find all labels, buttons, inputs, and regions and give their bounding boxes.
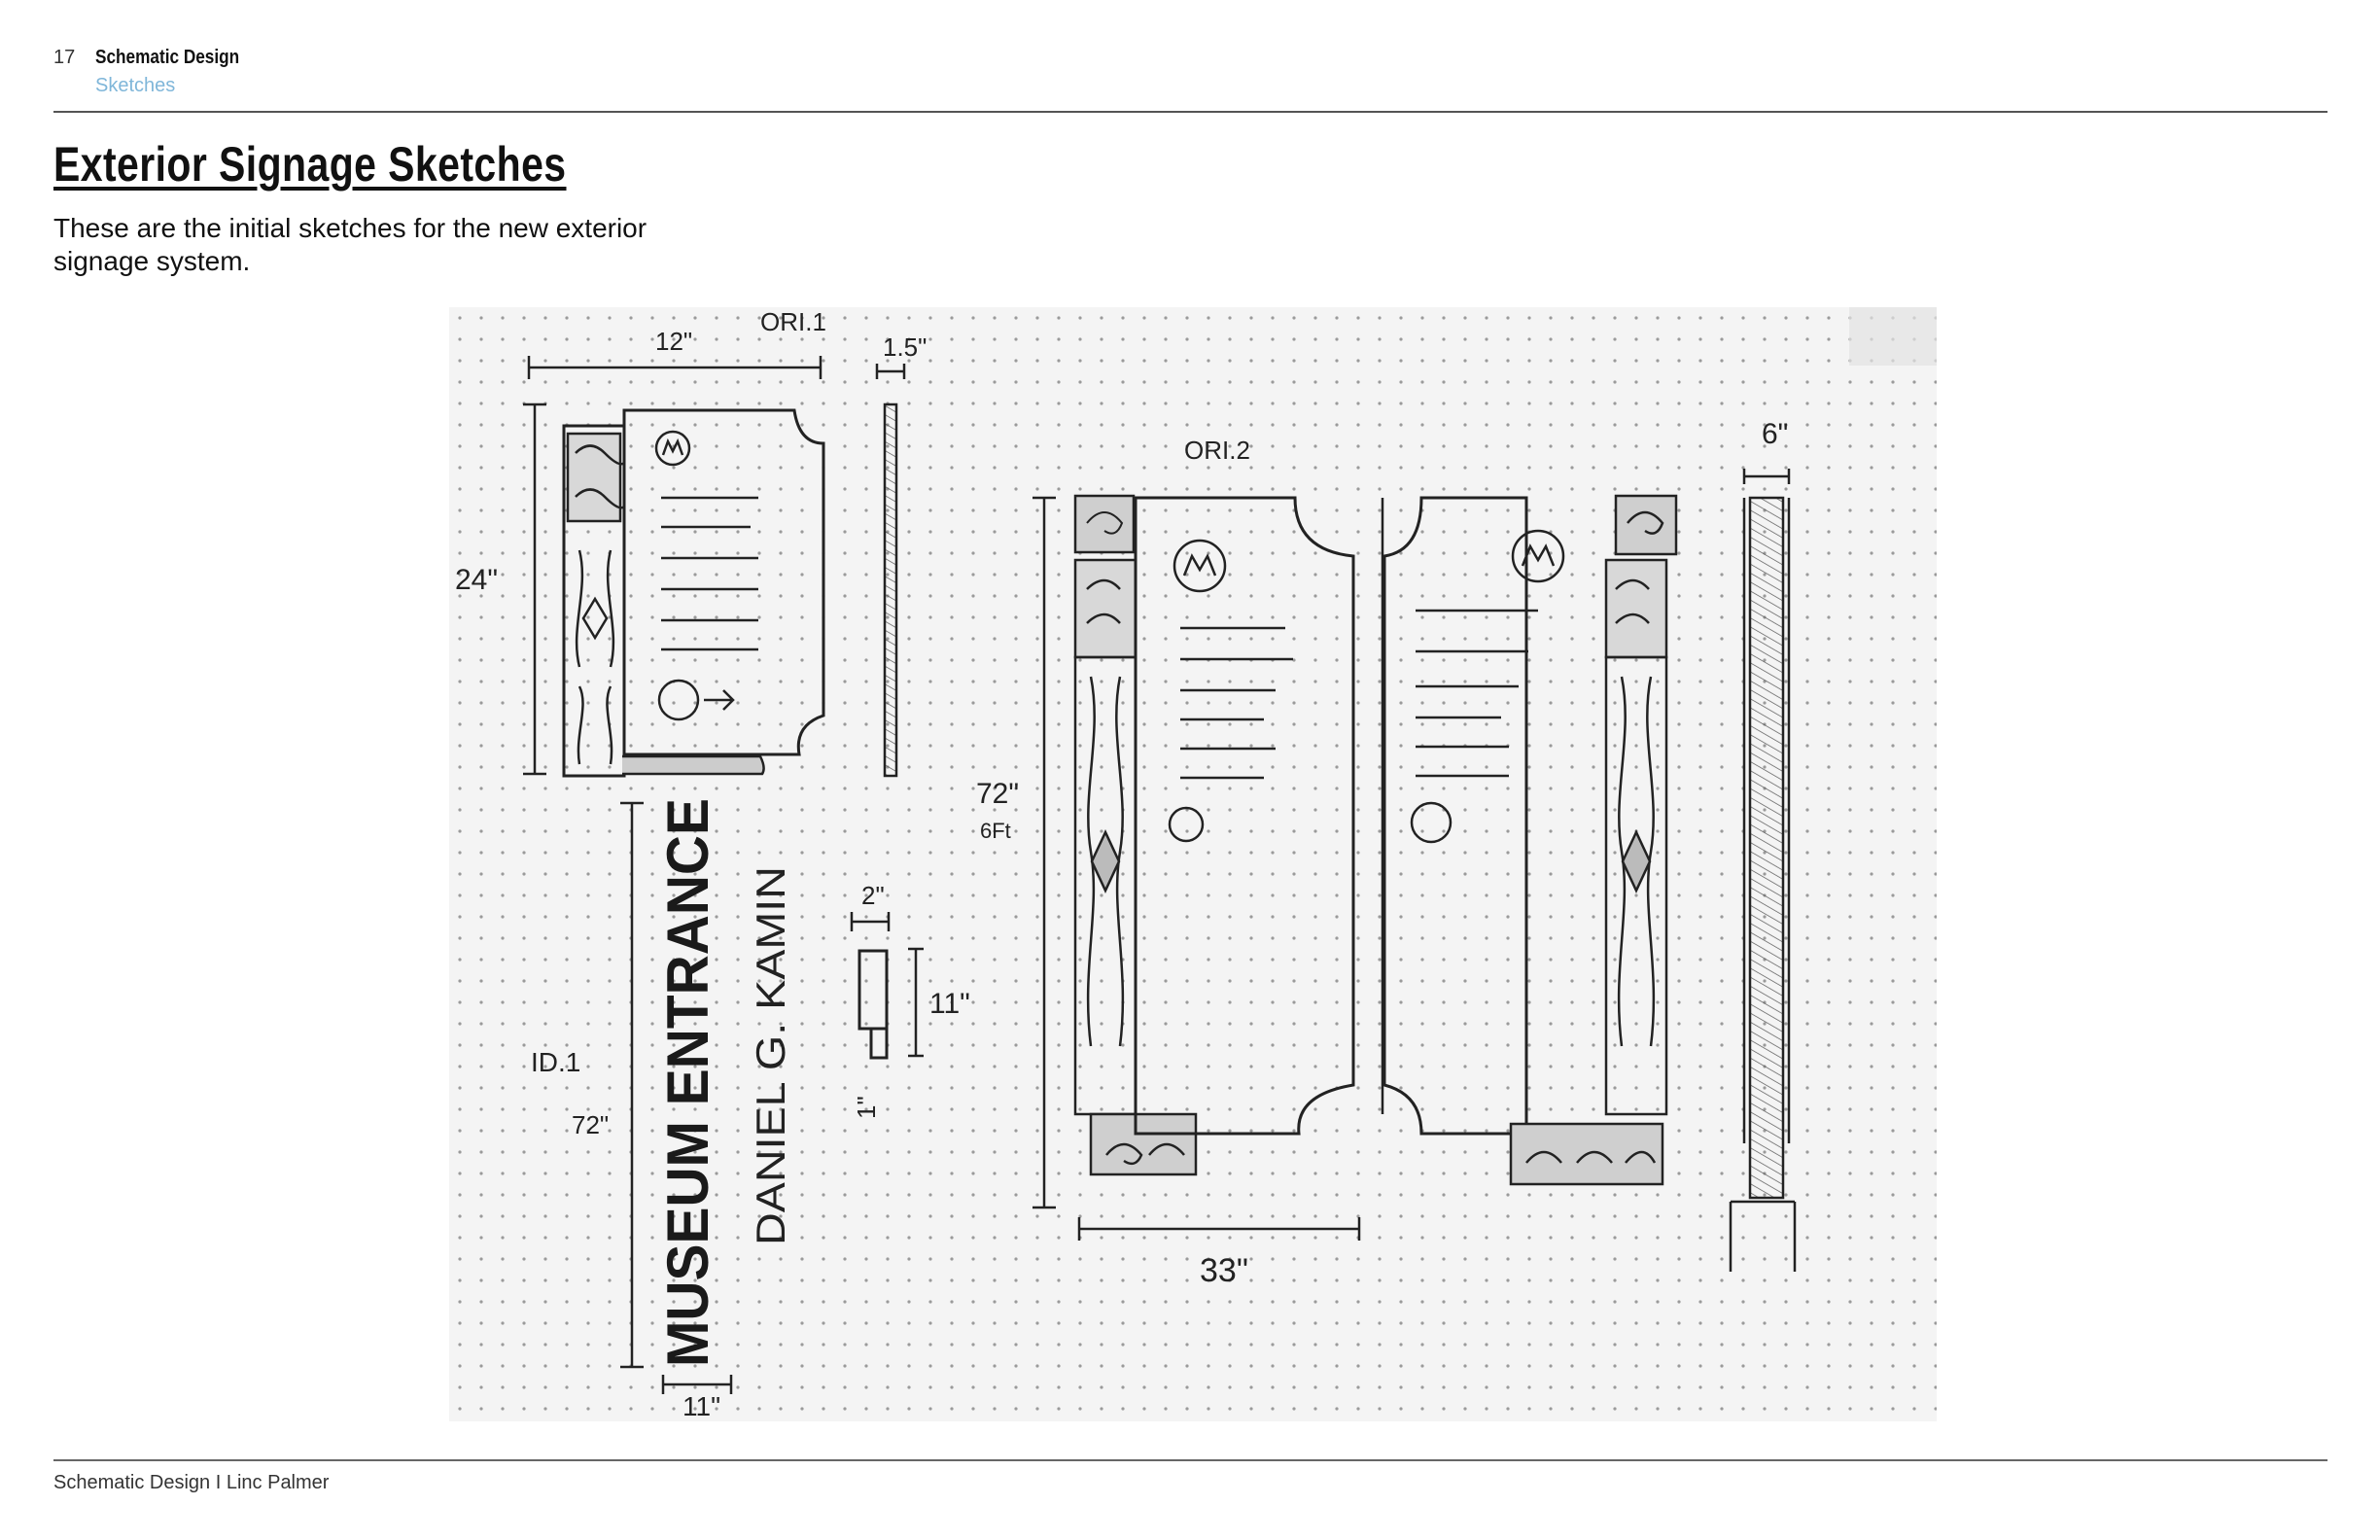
- ori1-sketch: [523, 356, 906, 778]
- label-id1: ID.1: [531, 1047, 580, 1077]
- section-title: Schematic Design: [95, 47, 240, 68]
- label-72-inch-ori2: 72": [976, 778, 1019, 810]
- label-ori1: ORI.1: [760, 307, 826, 336]
- label-33-inch: 33": [1200, 1252, 1248, 1289]
- ori2-sketch: [1032, 469, 1797, 1272]
- page-footer: Schematic Design I Linc Palmer: [53, 1472, 330, 1493]
- donor-name-text: DANIEL G. KAMIN: [748, 866, 793, 1245]
- label-2-inch: 2": [861, 881, 885, 910]
- page-title: Exterior Signage Sketches: [53, 137, 567, 192]
- label-6ft: 6Ft: [980, 819, 1011, 843]
- label-1-5-inch: 1.5": [883, 332, 927, 362]
- museum-entrance-text: MUSEUM ENTRANCE: [655, 798, 720, 1367]
- intro-text: These are the initial sketches for the n…: [53, 213, 648, 276]
- sketch-image: MUSEUM ENTRANCE DANIEL G. KAMIN: [449, 307, 1937, 1421]
- label-11-inch-height: 11": [929, 988, 970, 1020]
- label-ori2: ORI.2: [1184, 436, 1250, 465]
- label-11-inch-width: 11": [682, 1391, 720, 1421]
- id1-sketch: [620, 801, 924, 1394]
- label-12-inch: 12": [655, 327, 692, 356]
- subsection-title: Sketches: [95, 75, 176, 96]
- label-1-inch: 1": [852, 1096, 881, 1119]
- label-6-inch: 6": [1762, 418, 1788, 450]
- label-72-inch-id1: 72": [572, 1110, 609, 1139]
- footer-divider: [53, 1459, 2328, 1461]
- label-24-inch: 24": [455, 564, 498, 596]
- header-divider: [53, 111, 2328, 113]
- page-number: 17: [53, 47, 76, 68]
- sketch-drawing: MUSEUM ENTRANCE DANIEL G. KAMIN: [449, 307, 1937, 1421]
